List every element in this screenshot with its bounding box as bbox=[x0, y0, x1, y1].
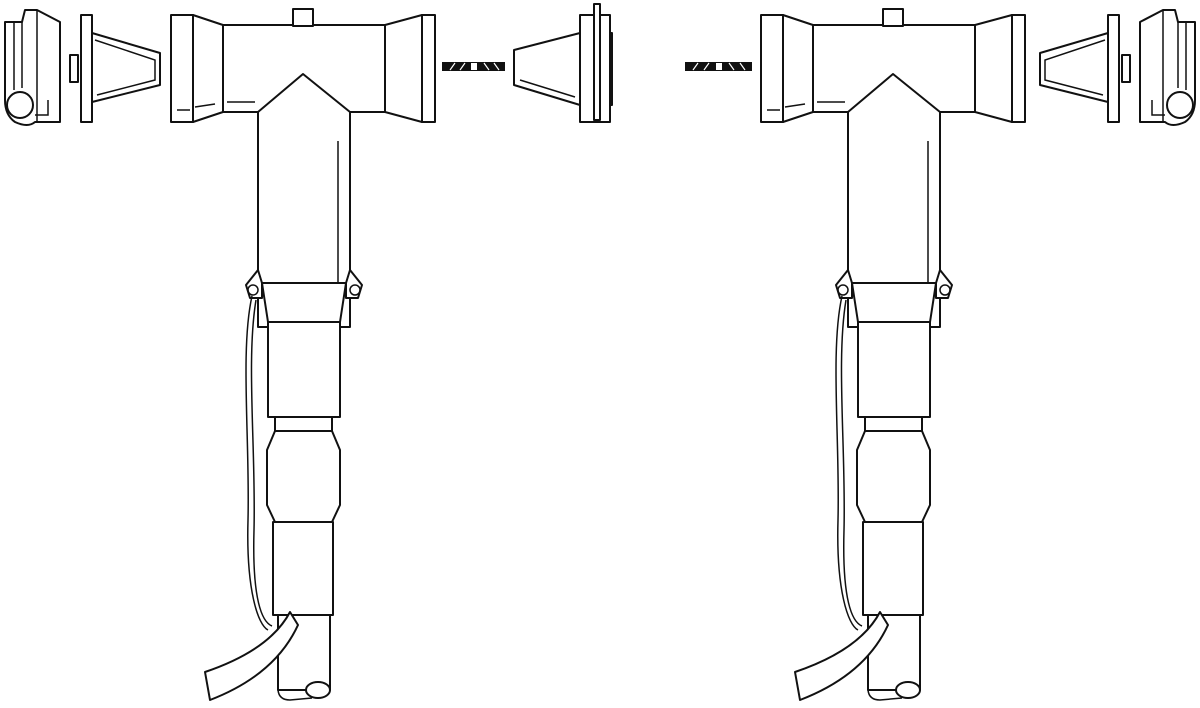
stud-left bbox=[442, 62, 505, 71]
connecting-insert bbox=[513, 3, 613, 123]
stud-right bbox=[685, 62, 752, 71]
end-cap-and-plug-right bbox=[1039, 9, 1196, 126]
t-body-right bbox=[760, 8, 1026, 701]
t-body-left bbox=[170, 8, 436, 701]
end-cap-and-plug-left bbox=[4, 9, 161, 126]
